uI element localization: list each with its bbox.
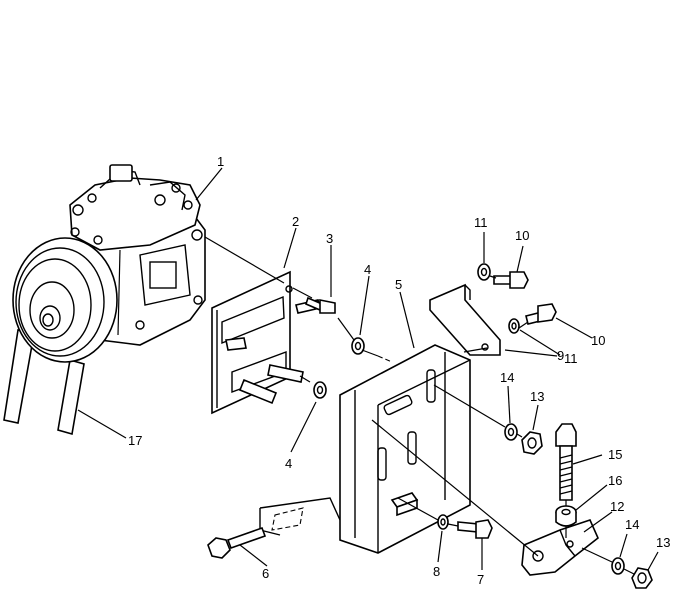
washer-part-11-upper xyxy=(477,263,491,281)
clamp-block-part-12 xyxy=(521,519,599,576)
callout-2: 2 xyxy=(292,214,299,229)
callout-8: 8 xyxy=(433,564,440,579)
callout-6: 6 xyxy=(262,566,269,581)
callout-14-right: 14 xyxy=(625,517,639,532)
callout-12: 12 xyxy=(610,499,624,514)
upper-bracket-part-9 xyxy=(429,283,501,356)
washer-part-8 xyxy=(437,514,449,530)
bolt-part-6 xyxy=(207,526,267,559)
bolt-part-10-upper xyxy=(493,271,529,289)
callout-13-right: 13 xyxy=(656,535,670,550)
callout-11-upper: 11 xyxy=(474,215,488,230)
callout-3: 3 xyxy=(326,231,333,246)
spacer-part-16 xyxy=(555,505,577,527)
callout-7: 7 xyxy=(477,572,484,587)
bolt-part-3 xyxy=(305,296,336,314)
callout-10-lower: 10 xyxy=(591,333,605,348)
bolt-part-10-lower xyxy=(525,303,557,325)
bolt-part-7 xyxy=(457,519,493,539)
nut-part-13-right xyxy=(631,567,653,589)
washer-part-14-right xyxy=(611,557,625,575)
washer-part-11-lower xyxy=(508,318,520,334)
callout-1: 1 xyxy=(217,154,224,169)
callout-4-upper: 4 xyxy=(364,262,371,277)
callout-5: 5 xyxy=(395,277,402,292)
callout-labels: 1 2 3 4 4 5 6 7 8 9 10 10 11 11 12 13 13… xyxy=(128,154,670,587)
bracket-part-5 xyxy=(339,344,471,554)
washer-part-4-lower xyxy=(313,381,327,399)
lower-foot-plate xyxy=(259,497,341,536)
assembly-lines xyxy=(204,236,635,575)
washer-part-4-upper xyxy=(351,337,365,355)
callout-17: 17 xyxy=(128,433,142,448)
callout-9: 9 xyxy=(557,348,564,363)
callout-15: 15 xyxy=(608,447,622,462)
callout-4-lower: 4 xyxy=(285,456,292,471)
callout-13-middle: 13 xyxy=(530,389,544,404)
compressor xyxy=(69,164,206,346)
bolt-part-15 xyxy=(555,423,577,501)
callout-16: 16 xyxy=(608,473,622,488)
callout-10-upper: 10 xyxy=(515,228,529,243)
washer-part-14-middle xyxy=(504,423,518,441)
leader-lines xyxy=(77,167,659,571)
pulley xyxy=(12,237,118,363)
callout-14-middle: 14 xyxy=(500,370,514,385)
callout-11-lower: 11 xyxy=(564,351,578,366)
nut-part-13-middle xyxy=(521,431,543,455)
